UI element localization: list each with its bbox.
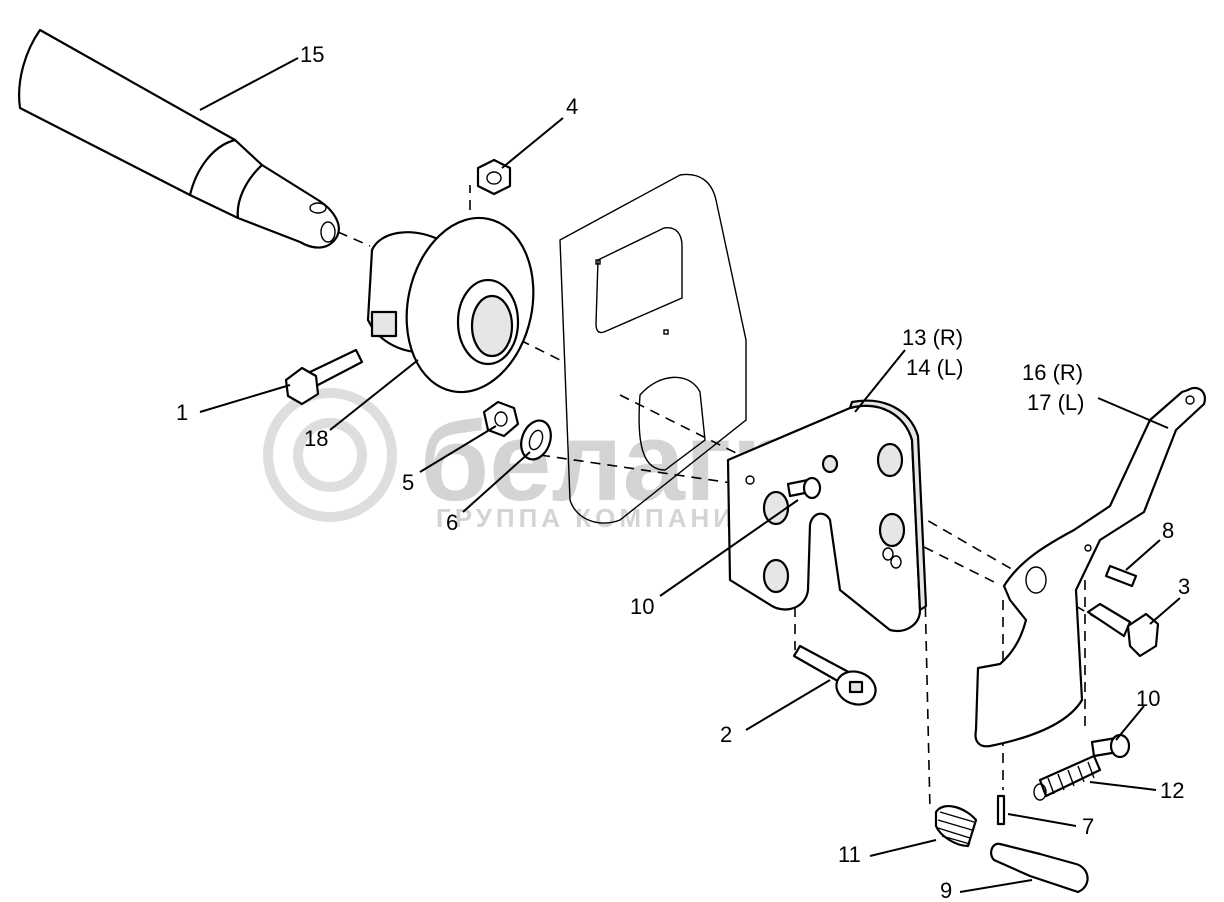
- callout-15: 15: [300, 42, 324, 67]
- callout-16: 16 (R): [1022, 360, 1083, 385]
- callout-11: 11: [838, 842, 861, 867]
- callout-labels: 15 4 1 18 5 6 13 (R) 14 (L) 10 16 (R) 17…: [176, 42, 1190, 902]
- watermark-emblem-inner: [293, 418, 367, 492]
- callout-4: 4: [566, 94, 578, 119]
- part-2-screw: [792, 644, 877, 706]
- part-13-14-bracket: [726, 399, 928, 633]
- part-1-bolt: [284, 348, 364, 406]
- leader-lines: [199, 57, 1181, 893]
- watermark-subtitle: ГРУППА КОМПАНИЙ: [436, 503, 759, 533]
- callout-1: 1: [176, 400, 188, 425]
- callout-13: 13 (R): [902, 325, 963, 350]
- frame-plate: [559, 173, 747, 524]
- part-10-pin-upper: [786, 476, 822, 500]
- callout-7: 7: [1082, 814, 1094, 839]
- part-15-handle: [18, 28, 340, 249]
- callout-10-lower: 10: [1136, 686, 1160, 711]
- part-10-pin-lower: [1090, 733, 1131, 759]
- part-6-washer: [520, 419, 552, 461]
- callout-8: 8: [1162, 518, 1174, 543]
- callout-18: 18: [304, 426, 328, 451]
- part-11-spring: [934, 804, 978, 848]
- callout-3: 3: [1178, 574, 1190, 599]
- part-8-pin: [1104, 564, 1138, 588]
- callout-14: 14 (L): [906, 355, 963, 380]
- part-3-bolt: [1086, 602, 1160, 658]
- part-12-spring: [1033, 754, 1102, 801]
- callout-17: 17 (L): [1027, 390, 1084, 415]
- callout-6: 6: [446, 510, 458, 535]
- watermark-emblem: [263, 388, 397, 522]
- callout-5: 5: [402, 470, 414, 495]
- part-4-nut: [476, 158, 512, 196]
- callout-9: 9: [940, 878, 952, 902]
- part-9-knob: [990, 842, 1089, 894]
- callout-12: 12: [1160, 778, 1184, 803]
- callout-2: 2: [720, 722, 732, 747]
- callout-10-upper: 10: [630, 594, 654, 619]
- part-16-17-lever: [974, 386, 1206, 748]
- part-18-hub: [366, 216, 535, 394]
- part-7-rollpin: [996, 794, 1006, 826]
